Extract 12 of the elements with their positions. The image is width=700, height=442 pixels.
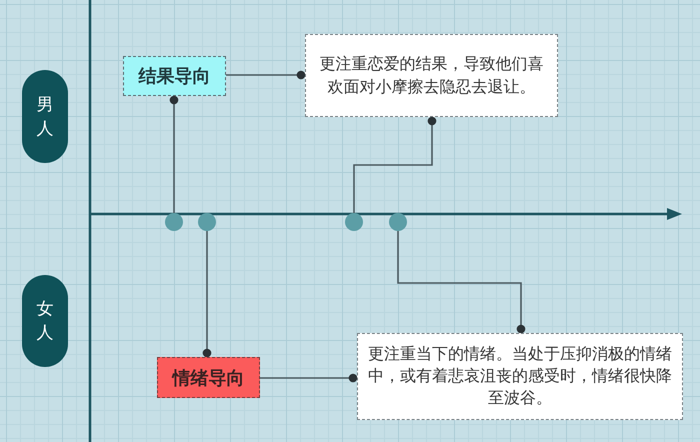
heading-box: 情绪导向 <box>157 357 260 398</box>
connector-line <box>170 96 178 213</box>
category-pill: 男人 <box>22 70 68 163</box>
connector-line <box>260 374 358 382</box>
category-pill: 女人 <box>22 275 68 367</box>
connector-line <box>202 231 212 358</box>
connector-line <box>397 231 526 334</box>
connector-line <box>353 116 436 213</box>
connector-line <box>226 70 306 80</box>
heading-box: 结果导向 <box>123 56 226 96</box>
callout-box: 更注重恋爱的结果，导致他们喜欢面对小摩擦去隐忍去退让。 <box>305 34 558 117</box>
callout-box: 更注重当下的情绪。当处于压抑消极的情绪中，或有着悲哀沮丧的感受时，情绪很快降至波谷。 <box>357 333 683 420</box>
